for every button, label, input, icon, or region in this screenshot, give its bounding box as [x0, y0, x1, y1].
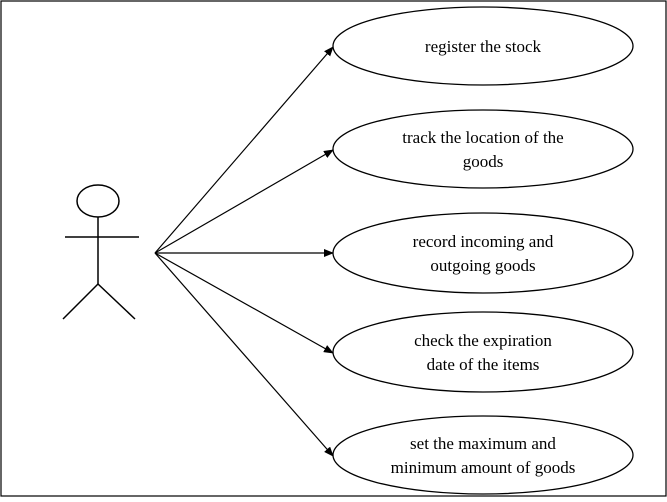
association-arrow-1: [154, 46, 334, 254]
use-case-ellipse: [332, 109, 634, 189]
use-case-label: record incoming and: [413, 232, 554, 251]
use-case-ellipse: [332, 415, 634, 495]
use-case-5: set the maximum and minimum amount of goo…: [332, 415, 634, 495]
actor-stick-figure-icon: [62, 184, 139, 320]
use-case-4: check the expiration date of the items: [332, 311, 634, 393]
use-case-label: register the stock: [425, 37, 542, 56]
association-arrow-4: [154, 252, 334, 354]
use-case-label: date of the items: [427, 355, 540, 374]
use-case-ellipse: [332, 6, 634, 86]
use-case-ellipse: [332, 212, 634, 294]
use-case-label: outgoing goods: [430, 256, 535, 275]
use-case-label: goods: [463, 152, 504, 171]
use-case-label: track the location of the: [402, 128, 563, 147]
association-arrow-5: [154, 252, 334, 457]
use-case-label: check the expiration: [414, 331, 552, 350]
association-arrow-2: [154, 149, 334, 254]
use-case-2: track the location of the goods: [332, 109, 634, 189]
use-case-label: set the maximum and: [410, 434, 556, 453]
association-arrows: [154, 46, 334, 457]
use-case-3: record incoming and outgoing goods: [332, 212, 634, 294]
actor-left-leg: [62, 283, 99, 320]
actor-right-leg: [97, 283, 136, 320]
use-case-list: register the stock track the location of …: [332, 6, 634, 495]
use-case-label: minimum amount of goods: [391, 458, 576, 477]
use-case-ellipse: [332, 311, 634, 393]
use-case-1: register the stock: [332, 6, 634, 86]
actor-head: [76, 184, 120, 218]
